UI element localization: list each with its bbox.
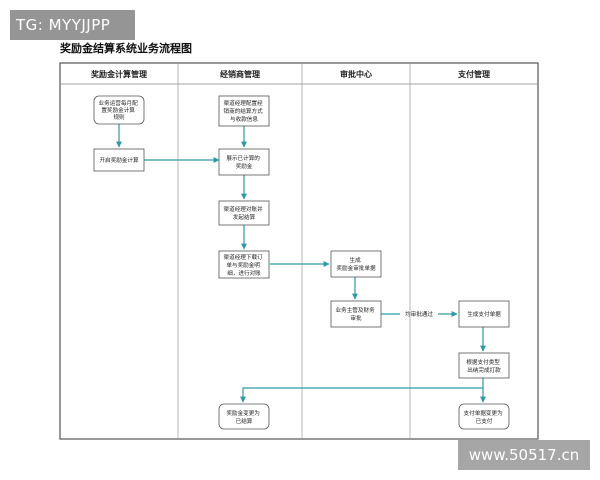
node-payment-paid xyxy=(458,403,510,430)
node-reconcile-text: 渠道经理对账并 发起结算 xyxy=(224,205,265,221)
node-dealer-settings-text: 渠道经理配置经 销商的结算方式 与收款信息 xyxy=(224,99,265,123)
watermark-bottom: www.50517.cn xyxy=(458,440,590,470)
lane-title-calc: 奖励金计算管理 xyxy=(91,69,147,79)
edge-n10-n11 xyxy=(240,378,484,403)
node-create-approval xyxy=(330,250,382,278)
node-download-details-text: 渠道经理下载订 单与奖励金明 细，进行对账 xyxy=(224,253,265,277)
node-show-reward xyxy=(218,148,270,176)
node-show-reward-text: 展示已计算的 奖励金 xyxy=(226,154,261,170)
lane-title-approval: 审批中心 xyxy=(340,69,372,79)
edges xyxy=(116,124,486,403)
edge-label-approved: 均审批通过 xyxy=(405,310,433,318)
node-configure-rules xyxy=(93,95,145,125)
node-create-payment xyxy=(458,300,510,328)
node-approve-text: 业务主管及财务 审批 xyxy=(336,306,377,322)
lane-title-dealer: 经销商管理 xyxy=(220,69,260,79)
watermark-top: TG: MYYJJPP xyxy=(10,10,135,40)
node-reward-settled-text: 奖励金变更为 已结算 xyxy=(226,409,261,425)
node-start-calculation-text: 开启奖励金计算 xyxy=(99,156,139,164)
node-payment-paid-text: 支付单据变更为 已支付 xyxy=(464,409,505,425)
lane-title-payment: 支付管理 xyxy=(457,69,490,79)
node-reward-settled xyxy=(218,403,270,430)
node-dealer-settings xyxy=(218,95,270,127)
node-start-calculation xyxy=(93,148,145,172)
node-reconcile xyxy=(218,200,270,226)
node-configure-rules-text: 业务运营每月配 置奖励金计算 规则 xyxy=(99,99,140,121)
node-approve xyxy=(330,300,382,328)
diagram-title: 奖励金结算系统业务流程图 xyxy=(60,42,192,55)
node-payout xyxy=(458,352,510,379)
node-payout-text: 根据支付类型 出纳完成打款 xyxy=(466,358,501,374)
node-download-details xyxy=(218,250,270,279)
diagram-frame xyxy=(59,62,539,440)
node-create-payment-text: 生成支付单据 xyxy=(467,310,501,318)
node-create-approval-text: 生成 奖励金审批单据 xyxy=(336,256,376,272)
